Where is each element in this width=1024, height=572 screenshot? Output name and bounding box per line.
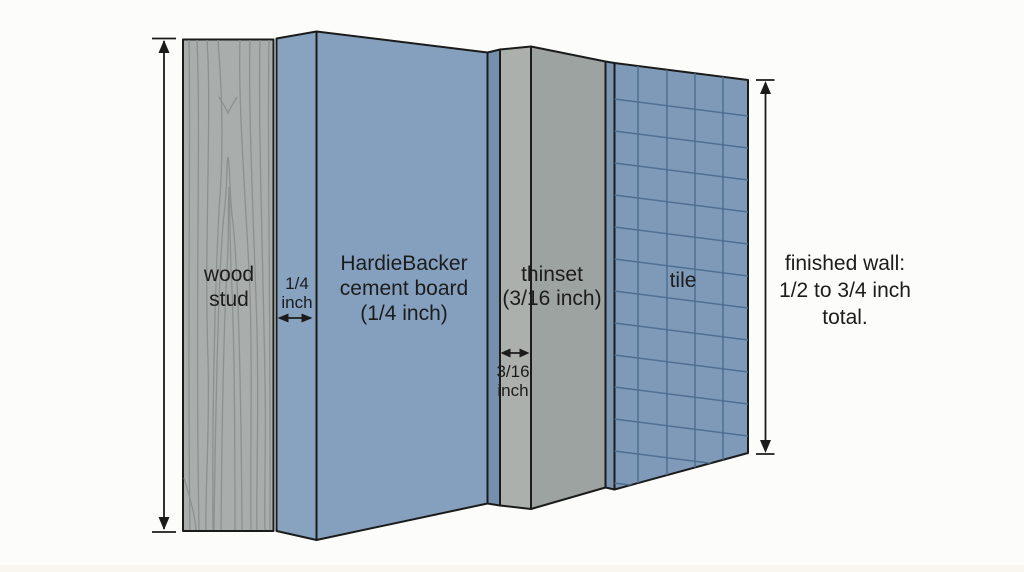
thinset-thickness-arrow [500,348,530,358]
board-thickness-label: 1/4 inch [281,274,313,312]
hardiebacker-label: HardieBacker cement board (1/4 inch) [339,252,469,325]
tile-front-face [613,62,749,491]
board-right-edge [486,48,501,507]
finished-wall-dimension-right [756,79,775,455]
board-thickness-arrow [277,313,313,323]
tile-edge [604,60,616,491]
thinset-thickness-label: 3/16 inch [496,362,530,400]
tile-label: tile [669,269,697,292]
wood-grain-texture [183,39,271,531]
finished-wall-label: finished wall: 1/2 to 3/4 inch total. [779,252,911,329]
wall-height-dimension-left [152,37,176,533]
floor-shadow [0,565,1024,572]
thinset-label: thinset (3/16 inch) [502,263,602,310]
wall-layers [182,30,749,541]
wood-stud-label: wood stud [203,263,255,311]
